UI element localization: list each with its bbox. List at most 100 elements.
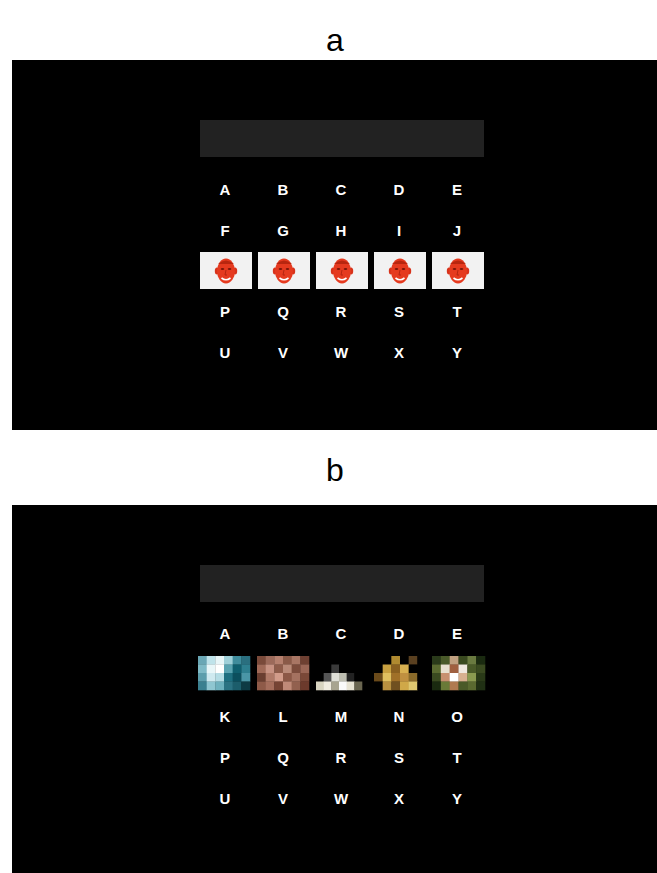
mosaic-pixel bbox=[198, 665, 207, 674]
mosaic-pixel bbox=[417, 682, 426, 691]
mosaic-pixel bbox=[316, 656, 324, 665]
mosaic-pixel bbox=[432, 665, 441, 674]
pixelated-image bbox=[316, 656, 362, 690]
mosaic-pixel bbox=[292, 673, 301, 682]
screen-background bbox=[12, 505, 657, 873]
pixelated-image bbox=[374, 656, 426, 690]
mosaic-pixel bbox=[391, 656, 400, 665]
mosaic-pixel bbox=[331, 673, 339, 682]
mosaic-pixel bbox=[347, 673, 355, 682]
mosaic-pixel bbox=[331, 682, 339, 691]
mosaic-pixel bbox=[215, 665, 224, 674]
face-stimulus bbox=[258, 252, 310, 289]
mosaic-pixel bbox=[300, 682, 309, 691]
mosaic-pixel bbox=[450, 665, 459, 674]
mosaic-pixel bbox=[441, 656, 450, 665]
text-bar bbox=[200, 120, 484, 157]
speller-letter: S bbox=[394, 304, 404, 319]
mosaic-pixel bbox=[241, 673, 250, 682]
mosaic-pixel bbox=[292, 682, 301, 691]
mosaic-pixel bbox=[316, 665, 324, 674]
speller-letter: C bbox=[336, 626, 347, 641]
speller-letter: O bbox=[451, 709, 463, 724]
mosaic-pixel bbox=[383, 656, 392, 665]
mosaic-pixel bbox=[198, 673, 207, 682]
speller-letter: R bbox=[336, 304, 347, 319]
mosaic-pixel bbox=[441, 665, 450, 674]
mosaic-pixel bbox=[391, 665, 400, 674]
speller-screen: bABCDEKLMNOPQRSTUVWXY bbox=[12, 505, 657, 873]
speller-letter: Y bbox=[452, 345, 462, 360]
mosaic-pixel bbox=[450, 682, 459, 691]
speller-letter: J bbox=[453, 223, 461, 238]
mosaic-pixel bbox=[224, 673, 233, 682]
pixelated-image bbox=[257, 656, 309, 690]
face-stimulus bbox=[432, 252, 484, 289]
panel-letter: b bbox=[326, 454, 344, 486]
speller-letter: S bbox=[394, 750, 404, 765]
speller-letter: Q bbox=[277, 750, 289, 765]
mosaic-pixel bbox=[354, 682, 362, 691]
mosaic-pixel bbox=[409, 673, 418, 682]
speller-letter: F bbox=[220, 223, 229, 238]
speller-letter: T bbox=[452, 304, 461, 319]
mosaic-pixel bbox=[324, 656, 332, 665]
mosaic-pixel bbox=[207, 682, 216, 691]
mosaic-stimuli bbox=[198, 656, 485, 690]
mosaic-pixel bbox=[207, 673, 216, 682]
speller-screen: aABCDEFGHIJPQRSTUVWXY bbox=[12, 60, 657, 430]
mosaic-pixel bbox=[409, 656, 418, 665]
speller-letter: H bbox=[336, 223, 347, 238]
mosaic-pixel bbox=[417, 656, 426, 665]
mosaic-pixel bbox=[459, 673, 468, 682]
mosaic-pixel bbox=[432, 682, 441, 691]
mosaic-pixel bbox=[266, 682, 275, 691]
mosaic-pixel bbox=[383, 673, 392, 682]
mosaic-pixel bbox=[224, 682, 233, 691]
mosaic-pixel bbox=[316, 682, 324, 691]
mosaic-pixel bbox=[467, 682, 476, 691]
mosaic-pixel bbox=[215, 673, 224, 682]
mosaic-pixel bbox=[441, 682, 450, 691]
mosaic-pixel bbox=[347, 665, 355, 674]
pixelated-image bbox=[432, 656, 485, 690]
speller-letter: K bbox=[220, 709, 231, 724]
mosaic-pixel bbox=[339, 656, 347, 665]
mosaic-pixel bbox=[383, 682, 392, 691]
mosaic-pixel bbox=[467, 656, 476, 665]
mosaic-pixel bbox=[292, 656, 301, 665]
speller-letter: M bbox=[335, 709, 348, 724]
face-stimulus bbox=[374, 252, 426, 289]
mosaic-pixel bbox=[283, 656, 292, 665]
mosaic-pixel bbox=[374, 682, 383, 691]
speller-letter: W bbox=[334, 345, 348, 360]
speller-letter: W bbox=[334, 791, 348, 806]
mosaic-pixel bbox=[391, 682, 400, 691]
speller-letter: N bbox=[394, 709, 405, 724]
mosaic-pixel bbox=[400, 682, 409, 691]
speller-letter: P bbox=[220, 750, 230, 765]
speller-letter: P bbox=[220, 304, 230, 319]
screen-background bbox=[12, 60, 657, 430]
mosaic-pixel bbox=[324, 682, 332, 691]
text-bar bbox=[200, 565, 484, 602]
mosaic-pixel bbox=[467, 673, 476, 682]
speller-letter: R bbox=[336, 750, 347, 765]
mosaic-pixel bbox=[324, 665, 332, 674]
mosaic-pixel bbox=[241, 656, 250, 665]
mosaic-pixel bbox=[215, 656, 224, 665]
mosaic-pixel bbox=[417, 673, 426, 682]
speller-letter: D bbox=[394, 626, 405, 641]
mosaic-pixel bbox=[224, 656, 233, 665]
mosaic-pixel bbox=[400, 665, 409, 674]
mosaic-pixel bbox=[257, 656, 266, 665]
pixelated-image bbox=[198, 656, 250, 690]
mosaic-pixel bbox=[354, 673, 362, 682]
mosaic-pixel bbox=[257, 665, 266, 674]
mosaic-pixel bbox=[241, 682, 250, 691]
mosaic-pixel bbox=[274, 682, 283, 691]
mosaic-pixel bbox=[476, 656, 485, 665]
mosaic-pixel bbox=[347, 682, 355, 691]
mosaic-pixel bbox=[476, 673, 485, 682]
